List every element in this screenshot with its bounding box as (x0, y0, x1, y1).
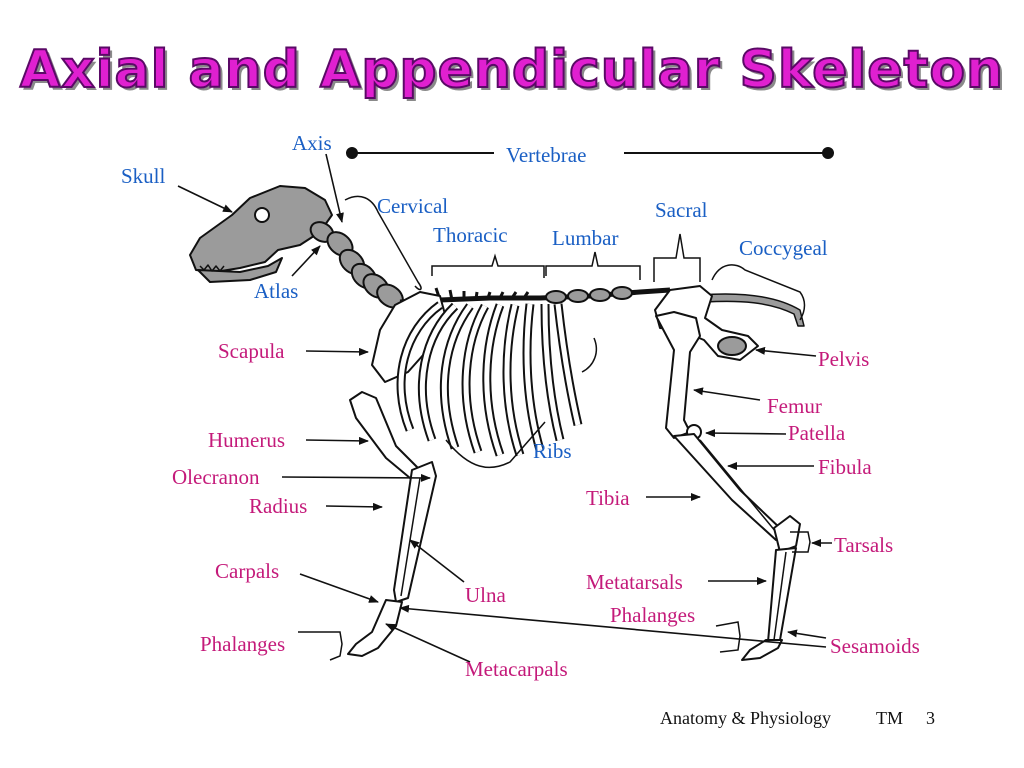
label-atlas: Atlas (254, 279, 298, 303)
hind-paw-shape (741, 639, 783, 661)
label-scapula: Scapula (218, 339, 285, 363)
label-cervical: Cervical (377, 194, 448, 218)
label-vertebrae: Vertebrae (506, 143, 586, 167)
label-thoracic: Thoracic (433, 223, 508, 247)
leader-arrows (177, 153, 832, 663)
label-tarsals: Tarsals (834, 533, 893, 557)
footer-tm: TM (876, 708, 903, 728)
vertebrae-span (346, 147, 834, 159)
label-fibula: Fibula (818, 455, 872, 479)
thoracic-spines (434, 287, 530, 301)
cervical-vertebrae (309, 221, 404, 309)
femur-shape (655, 311, 701, 439)
radius-ulna-shape (393, 461, 437, 603)
brackets (298, 195, 811, 661)
tail-shape (699, 293, 805, 327)
page-title: Axial and Appendicular Skeleton (19, 39, 1005, 101)
label-tibia: Tibia (586, 486, 630, 510)
label-skull: Skull (121, 164, 166, 188)
label-phalanges-hind: Phalanges (610, 603, 695, 627)
jaw-shape (197, 257, 283, 283)
label-femur: Femur (767, 394, 822, 418)
label-coccygeal: Coccygeal (739, 236, 828, 260)
label-phalanges-front: Phalanges (200, 632, 285, 656)
footer-page-number: 3 (926, 708, 935, 728)
label-lumbar: Lumbar (552, 226, 618, 250)
label-ribs: Ribs (533, 439, 572, 463)
label-sesamoids: Sesamoids (830, 634, 920, 658)
label-ulna: Ulna (465, 583, 507, 607)
label-humerus: Humerus (208, 428, 285, 452)
label-sacral: Sacral (655, 198, 708, 222)
metatarsal-shape (767, 547, 797, 643)
label-radius: Radius (249, 494, 307, 518)
tibia-shape (673, 433, 783, 541)
label-metacarpals: Metacarpals (465, 657, 568, 681)
label-axis: Axis (292, 131, 332, 155)
label-patella: Patella (788, 421, 846, 445)
humerus-shape (349, 391, 421, 479)
label-metatarsals: Metatarsals (586, 570, 683, 594)
label-pelvis: Pelvis (818, 347, 869, 371)
footer-course: Anatomy & Physiology (660, 708, 832, 728)
dog-skeleton (189, 185, 805, 661)
tarsal-shape (773, 515, 801, 553)
lumbar-vertebrae (545, 286, 633, 304)
label-olecranon: Olecranon (172, 465, 260, 489)
label-carpals: Carpals (215, 559, 279, 583)
